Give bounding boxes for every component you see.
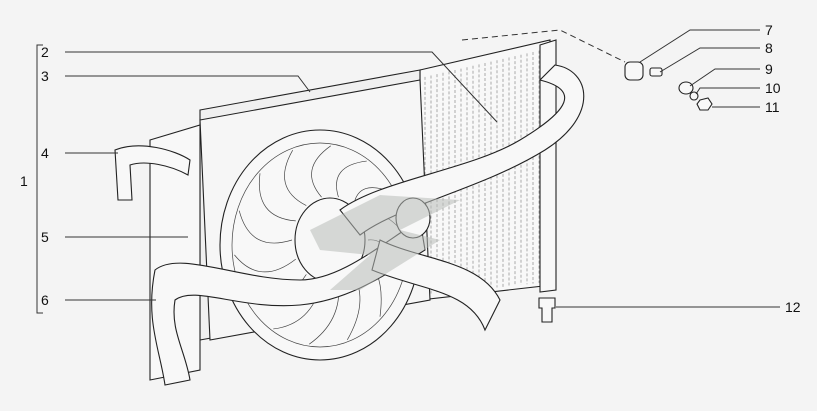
callout-8: 8	[765, 40, 773, 56]
callout-7: 7	[765, 22, 773, 38]
callout-12: 12	[785, 299, 801, 315]
rubber-mount	[624, 61, 644, 81]
bolt	[538, 297, 556, 323]
callout-1: 1	[20, 173, 28, 189]
callout-5: 5	[41, 229, 49, 245]
washer	[678, 81, 694, 95]
fan-blade	[311, 145, 331, 198]
fan-blade	[336, 160, 367, 198]
nut	[696, 97, 713, 111]
callout-9: 9	[765, 61, 773, 77]
callout-11: 11	[765, 99, 780, 115]
fan-blade	[238, 210, 293, 244]
fan-blade	[284, 150, 307, 206]
watermark-logo	[310, 195, 460, 290]
callout-6: 6	[41, 292, 49, 308]
callout-3: 3	[41, 68, 49, 84]
callout-10: 10	[765, 80, 781, 96]
leader-lines	[36, 29, 780, 314]
bushing	[649, 67, 663, 77]
fan-blade	[258, 173, 296, 222]
callout-4: 4	[41, 145, 49, 161]
fan-blade	[234, 254, 296, 273]
callout-2: 2	[41, 44, 49, 60]
hardware	[461, 29, 713, 323]
